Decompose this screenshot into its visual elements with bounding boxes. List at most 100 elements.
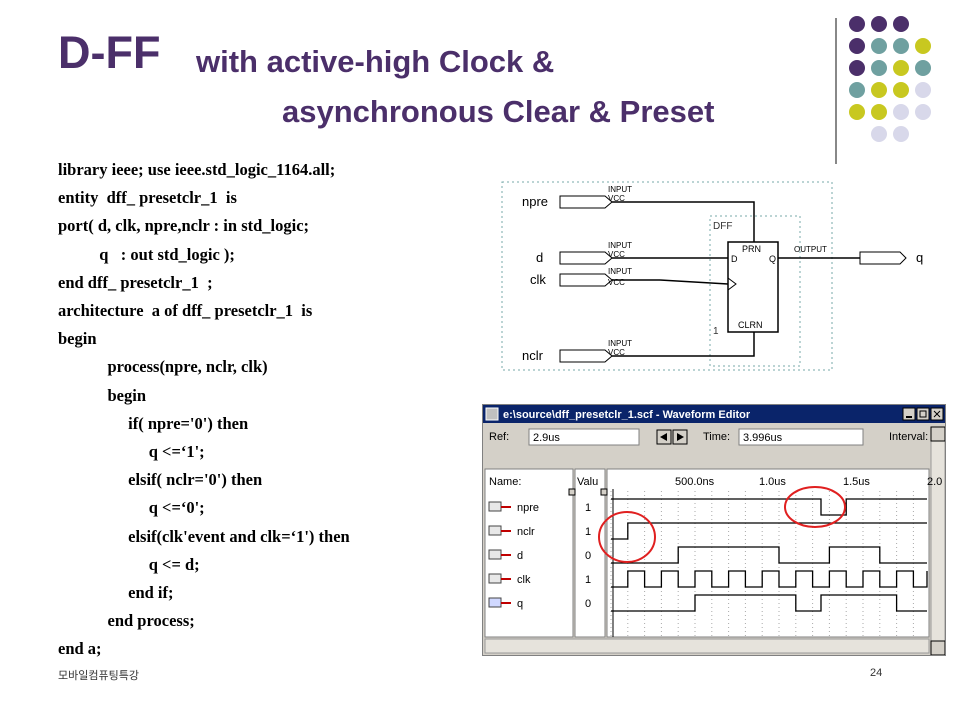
highlight-circle-npre	[784, 486, 846, 528]
svg-text:INPUT: INPUT	[608, 241, 632, 250]
code-line: q <=‘1';	[58, 442, 205, 461]
code-line: begin	[58, 329, 97, 349]
waveform-trace-clk	[611, 570, 928, 588]
input-pin-icon	[488, 501, 502, 512]
svg-text:VCC: VCC	[608, 250, 625, 259]
decor-dot	[849, 16, 865, 32]
svg-text:OUTPUT: OUTPUT	[794, 245, 827, 254]
input-pin-icon	[488, 549, 502, 560]
decor-dot	[893, 60, 909, 76]
q-pin-label: Q	[769, 254, 776, 264]
signal-name: d	[517, 550, 523, 562]
signal-row-clk[interactable]: clk 1	[488, 573, 591, 586]
decor-dot	[893, 16, 909, 32]
time-input[interactable]	[738, 428, 864, 446]
svg-text:d: d	[536, 250, 543, 265]
vertical-scrollbar[interactable]	[930, 426, 945, 655]
svg-text:npre: npre	[522, 194, 548, 209]
minimize-icon[interactable]	[902, 407, 916, 421]
code-line: library ieee; use ieee.std_logic_1164.al…	[58, 160, 336, 179]
decor-dot	[849, 60, 865, 76]
code-line: port( d, clk, npre,nclr : in std_logic;	[58, 216, 310, 236]
waveform-editor-window[interactable]: e:\source\dff_presetclr_1.scf - Waveform…	[482, 404, 946, 656]
signal-name: clk	[517, 574, 531, 586]
waveform-pane[interactable]	[606, 468, 930, 638]
interval-label: Interval:	[889, 431, 928, 443]
scroll-down-icon[interactable]	[930, 640, 945, 655]
slide-title: D-FF	[58, 27, 161, 78]
clrn-pin-label: CLRN	[738, 320, 763, 330]
title-bar[interactable]	[483, 405, 945, 423]
time-tick-label: 2.0	[927, 476, 942, 488]
input-pin-d: d INPUT VCC	[536, 241, 660, 265]
decor-dot	[849, 104, 865, 120]
output-pin-q: OUTPUT q	[794, 245, 923, 265]
page-number: 24	[870, 667, 883, 679]
decor-dot	[915, 104, 931, 120]
decor-dot	[871, 104, 887, 120]
decor-dot	[915, 38, 931, 54]
slide-title-line1: with active-high Clock &	[196, 44, 555, 79]
name-header: Name:	[489, 476, 521, 488]
code-line: architecture a of dff_ presetclr_1 is	[58, 301, 313, 320]
prn-pin-label: PRN	[742, 244, 761, 254]
time-label: Time:	[703, 431, 730, 443]
step-right-button[interactable]	[672, 429, 688, 445]
code-line: if( npre='0') then	[58, 413, 249, 433]
code-line: elsif(clk'event and clk=‘1') then	[58, 526, 350, 546]
code-line: elsif( nclr='0') then	[58, 470, 263, 490]
input-pin-npre: npre INPUT VCC	[522, 185, 660, 209]
d-pin-label: D	[731, 254, 738, 264]
schematic-frame	[501, 181, 833, 371]
input-pin-clk: clk INPUT VCC	[530, 267, 660, 287]
svg-text:nclr: nclr	[522, 348, 544, 363]
code-line: end a;	[58, 639, 102, 659]
svg-text:VCC: VCC	[608, 348, 625, 357]
footer-course-name: 모바일컴퓨팅특강	[58, 670, 139, 682]
ref-input[interactable]	[528, 428, 640, 446]
signal-value: 1	[585, 502, 591, 514]
pane-splitter-handle[interactable]	[600, 488, 608, 496]
value-pane[interactable]	[574, 468, 606, 638]
horizontal-scrollbar[interactable]	[484, 638, 930, 654]
decor-dot	[849, 82, 865, 98]
signal-value: 1	[585, 574, 591, 586]
scroll-up-icon[interactable]	[930, 426, 945, 442]
signal-name: nclr	[517, 526, 535, 538]
svg-text:q: q	[916, 250, 923, 265]
dff-block-index: 1	[713, 326, 719, 337]
code-line: end dff_ presetclr_1 ;	[58, 272, 213, 292]
maximize-icon[interactable]	[916, 407, 930, 421]
ref-value: 2.9us	[533, 432, 560, 444]
waveform-trace-q	[611, 594, 927, 612]
decor-dot	[893, 38, 909, 54]
decor-dot-grid	[849, 16, 931, 142]
close-icon[interactable]	[930, 407, 944, 421]
code-line: q : out std_logic );	[58, 244, 235, 264]
waveform-trace-d	[611, 546, 927, 564]
step-left-button[interactable]	[656, 429, 672, 445]
time-tick-label: 500.0ns	[675, 476, 715, 488]
code-line: end if;	[58, 583, 174, 602]
input-pin-icon	[488, 573, 502, 584]
decor-dot	[893, 82, 909, 98]
pane-splitter-handle[interactable]	[568, 488, 576, 496]
input-pin-icon	[488, 525, 502, 536]
decor-dot	[849, 38, 865, 54]
ref-label: Ref:	[489, 431, 509, 443]
code-line: end process;	[58, 611, 195, 631]
code-line: q <=‘0';	[58, 498, 205, 518]
decor-dot	[871, 60, 887, 76]
svg-text:INPUT: INPUT	[608, 339, 632, 348]
slide-title-line2: asynchronous Clear & Preset	[282, 94, 715, 129]
time-tick-label: 1.0us	[759, 476, 786, 488]
wire-npre	[660, 201, 755, 242]
time-value: 3.996us	[743, 432, 783, 444]
value-header: Valu	[577, 476, 598, 488]
decor-dot	[871, 82, 887, 98]
app-icon	[485, 407, 499, 421]
